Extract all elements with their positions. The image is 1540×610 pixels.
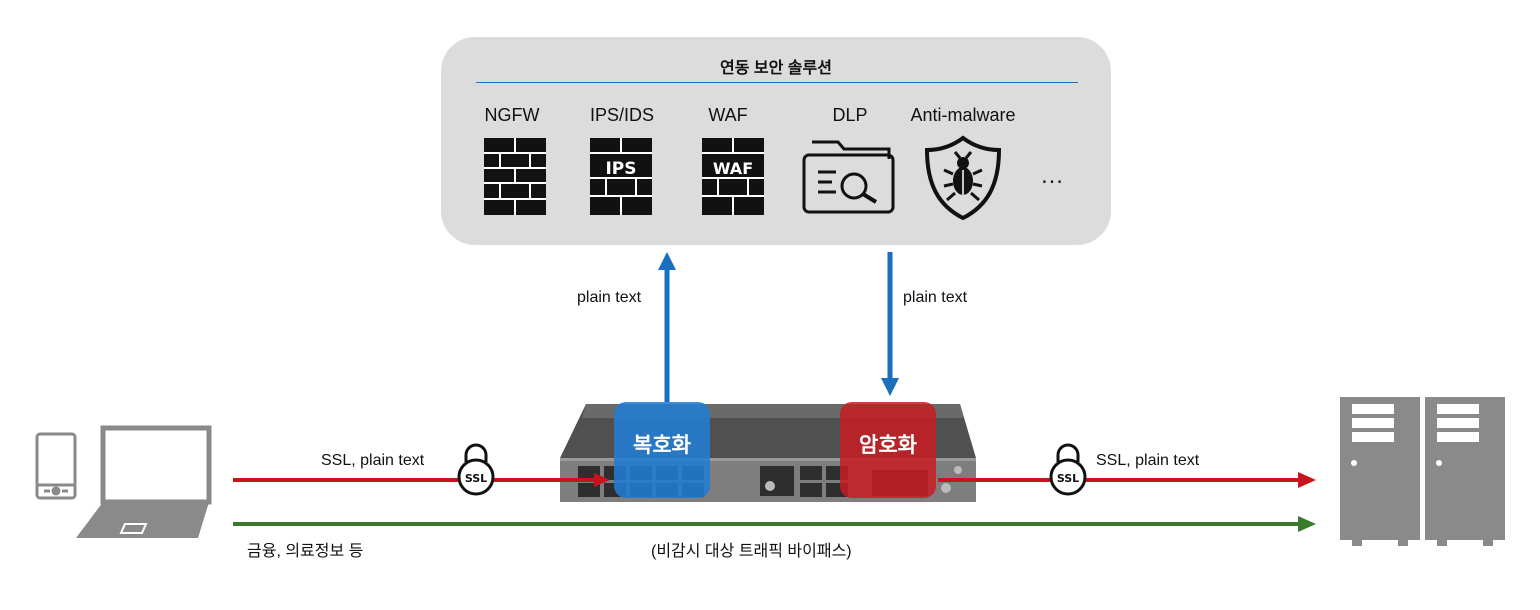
solution-label-ngfw: NGFW (484, 105, 540, 125)
bypass-flow-label: (비감시 대상 트래픽 바이패스) (651, 543, 852, 560)
ssl-lock-left-text: SSL (465, 472, 487, 485)
dlp-folder-search-icon (802, 140, 895, 214)
ssl-lock-icon-left: SSL (457, 443, 495, 496)
shield-bug-icon (924, 135, 1002, 221)
ssl-lock-icon-right: SSL (1049, 443, 1087, 496)
solution-label-dlp: DLP (832, 105, 868, 125)
waf-icon-text: WAF (713, 159, 753, 178)
solution-label-waf: WAF (708, 105, 748, 125)
ssl-traffic-right-arrow (938, 472, 1316, 488)
server-icon-2 (1425, 397, 1505, 546)
bypass-traffic-arrow (233, 516, 1316, 532)
waf-firewall-icon: WAF (702, 138, 764, 215)
down-arrow (881, 252, 899, 396)
more-solutions-ellipsis: … (1040, 162, 1064, 189)
server-icon-1 (1340, 397, 1420, 546)
solution-label-ips: IPS/IDS (589, 105, 655, 125)
ips-icon-text: IPS (605, 159, 636, 179)
up-flow-label: plain text (577, 289, 642, 306)
up-arrow (658, 252, 676, 402)
encrypt-badge: 암호화 (840, 402, 936, 498)
left-ssl-flow-label: SSL, plain text (321, 452, 425, 469)
panel-divider (476, 82, 1078, 83)
down-flow-label: plain text (903, 289, 968, 306)
solution-label-anti-malware: Anti-malware (910, 105, 1016, 125)
panel-title: 연동 보안 솔루션 (720, 60, 832, 77)
decrypt-badge: 복호화 (614, 402, 710, 498)
ssl-lock-right-text: SSL (1057, 472, 1079, 485)
bypass-example-label: 금융, 의료정보 등 (247, 543, 364, 560)
ips-firewall-icon: IPS (590, 138, 652, 215)
ssl-traffic-left-arrow (233, 473, 610, 487)
mobile-phone-icon (35, 432, 77, 500)
laptop-icon (76, 425, 212, 538)
right-ssl-flow-label: SSL, plain text (1096, 452, 1200, 469)
security-solutions-panel: 연동 보안 솔루션 NGFW IPS/IDS WAF DLP Anti-malw… (441, 37, 1111, 245)
firewall-icon (484, 138, 546, 215)
